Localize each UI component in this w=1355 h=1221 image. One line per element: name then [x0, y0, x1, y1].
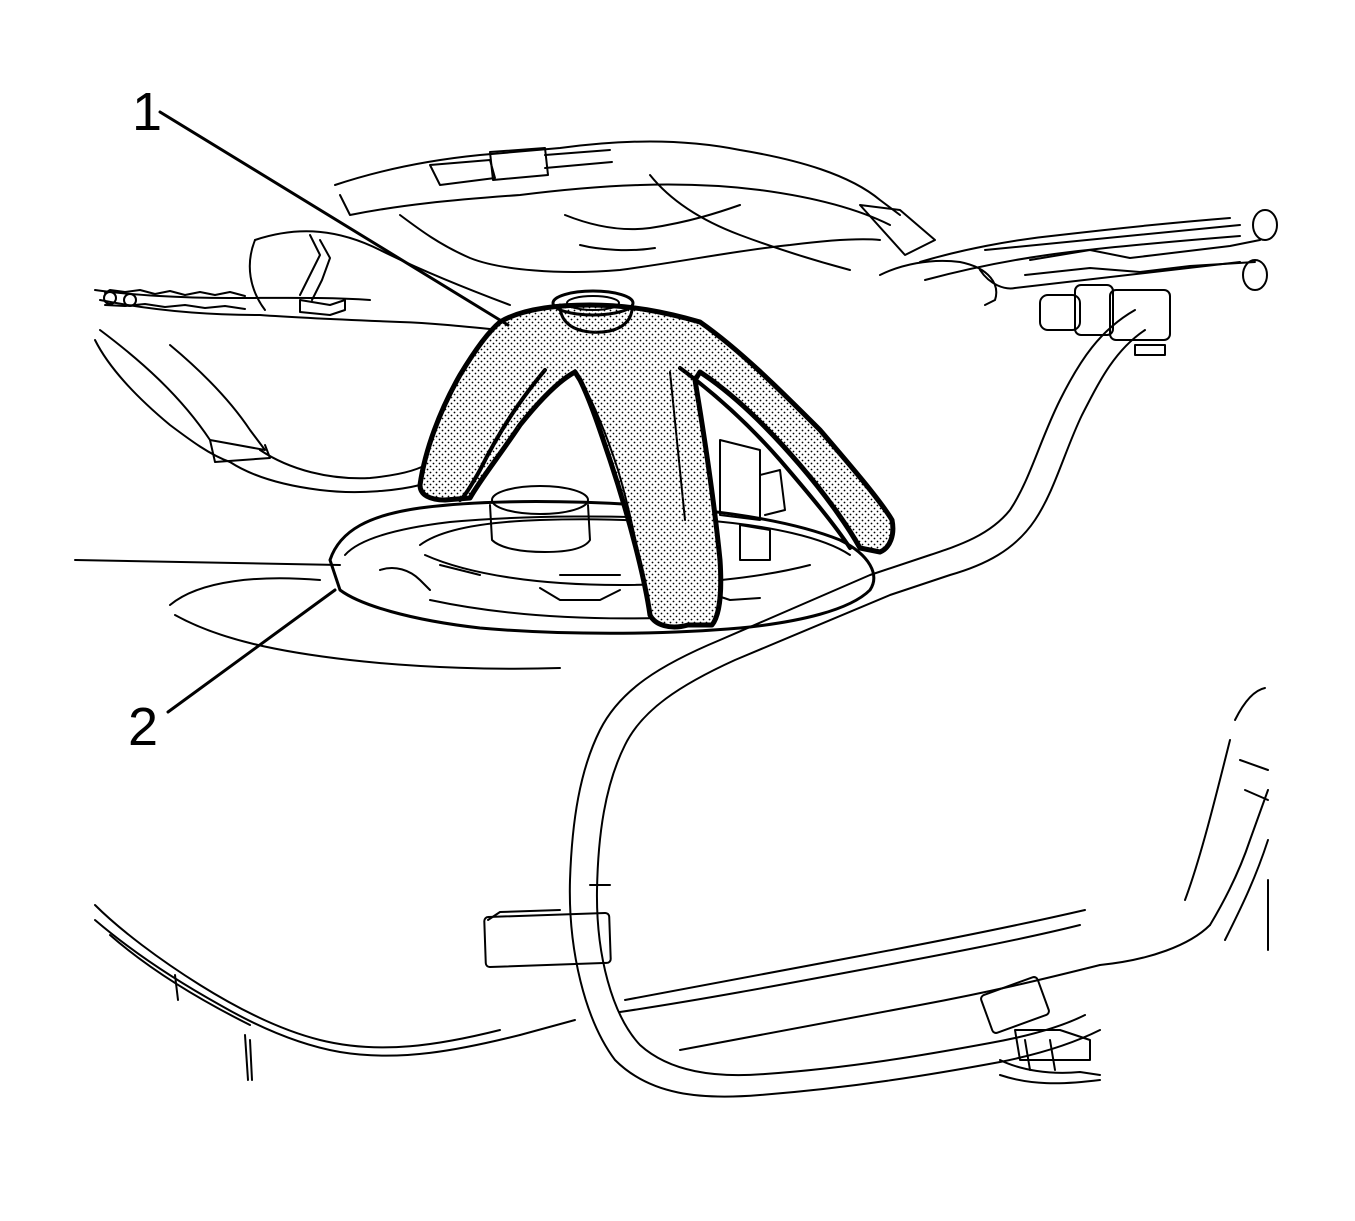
- leader-line-2: [166, 588, 337, 714]
- bracket-tube: [483, 309, 1146, 1098]
- fuel-pump-module: [328, 439, 876, 635]
- wiring-harness: [103, 147, 613, 310]
- pump-module-tool: [417, 289, 896, 630]
- upper-tank-outline: [94, 140, 936, 494]
- callout-number-1: 1: [132, 82, 163, 142]
- fuel-tank-body: [74, 559, 1269, 1085]
- fuel-tube-assembly: [879, 209, 1278, 356]
- leader-line-1: [158, 110, 510, 327]
- callout-number-2: 2: [128, 697, 159, 757]
